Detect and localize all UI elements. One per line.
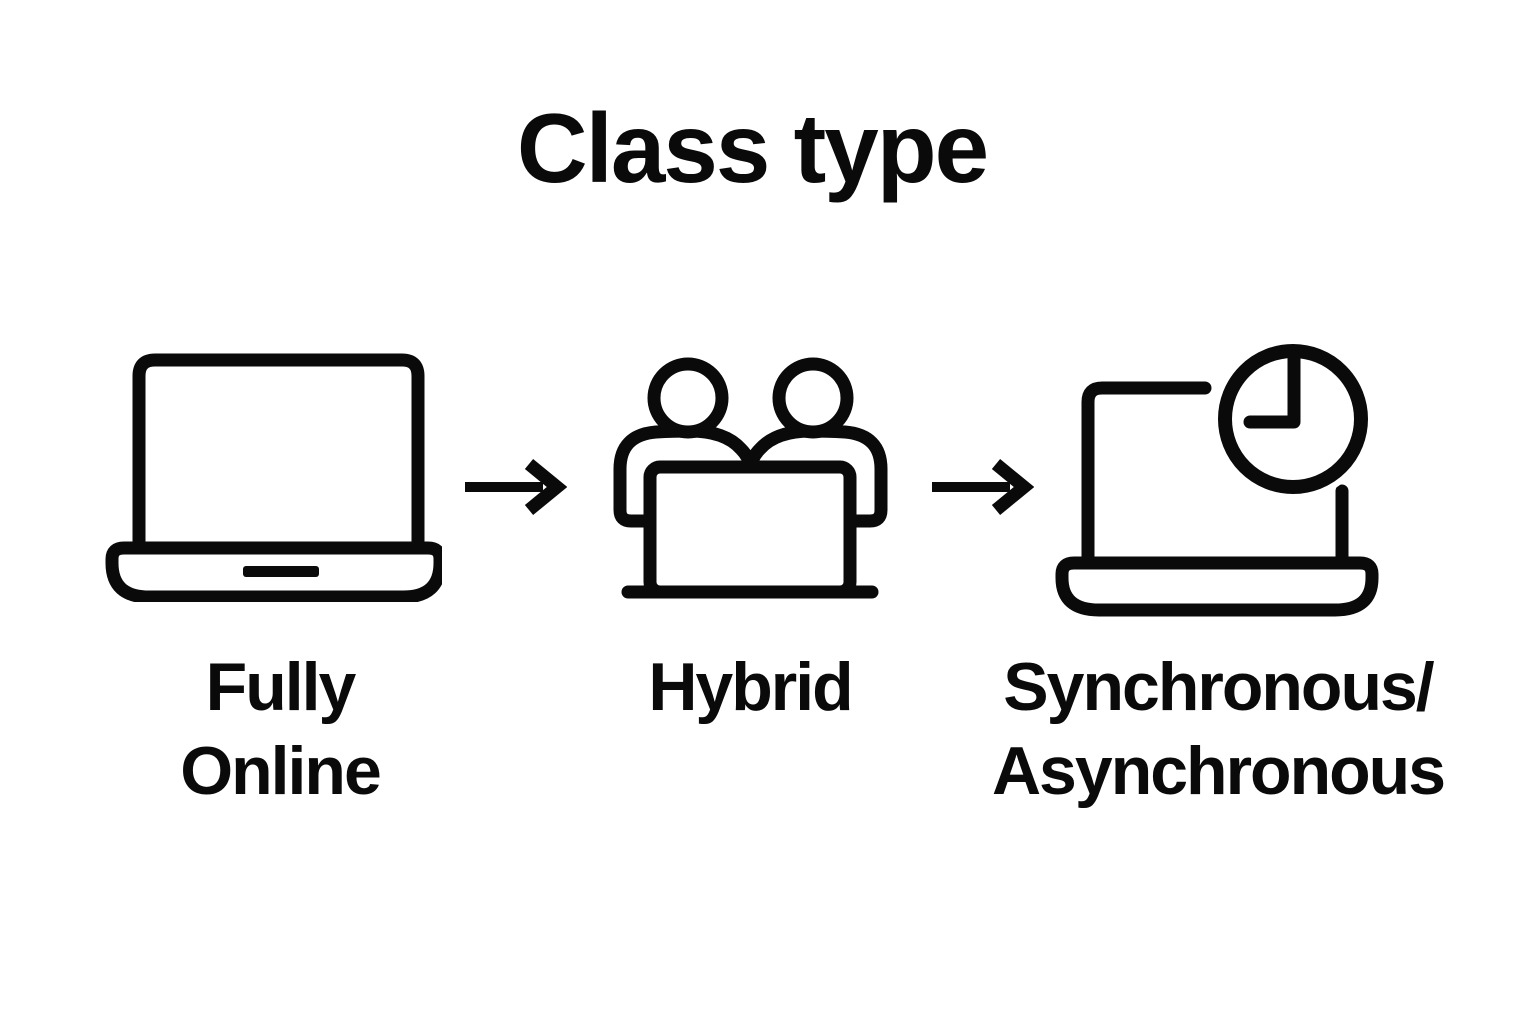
step-label-line: Asynchronous — [991, 733, 1446, 809]
step-label-line: Synchronous/ — [1003, 649, 1434, 725]
arrow-right-icon — [465, 458, 567, 516]
step-label-hybrid: Hybrid — [550, 645, 950, 729]
desk-screen — [643, 460, 857, 599]
step-label-synchronous-asynchronous: Synchronous/ Asynchronous — [948, 645, 1488, 813]
clock-hands — [1243, 351, 1301, 429]
arrow-head — [991, 458, 1034, 516]
people-desk-icon — [613, 357, 888, 599]
laptop-notch — [243, 566, 319, 577]
laptop-icon — [105, 353, 442, 602]
page-title: Class type — [516, 93, 989, 203]
step-label-fully-online: Fully Online — [80, 645, 480, 813]
person-left-head — [647, 357, 729, 439]
step-label-line: Online — [180, 733, 382, 809]
arrow-right-icon — [932, 458, 1034, 516]
step-label-line: Fully — [205, 649, 357, 725]
laptop-screen-left — [1081, 381, 1212, 570]
person-right-head — [772, 357, 854, 439]
laptop-base — [1055, 556, 1379, 617]
laptop-clock-icon — [1055, 338, 1379, 617]
step-label-line: Hybrid — [648, 649, 853, 725]
arrow-head — [524, 458, 567, 516]
laptop-screen — [132, 353, 425, 548]
